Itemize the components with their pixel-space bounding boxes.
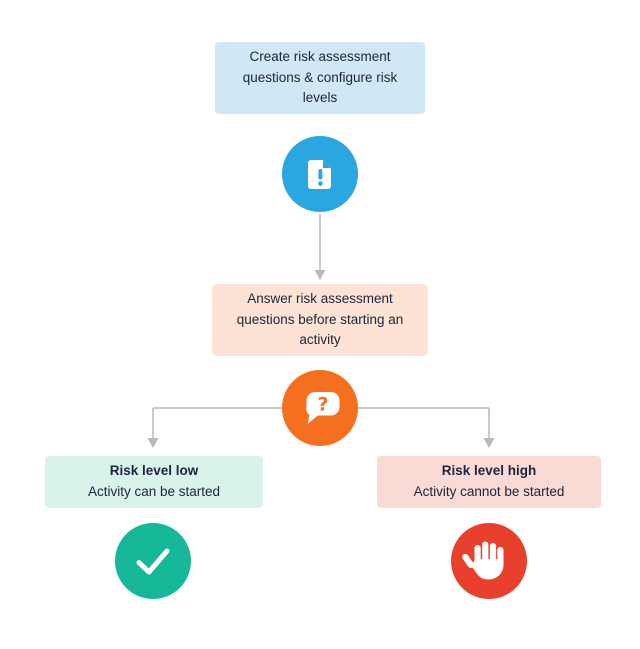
risk-low-title: Risk level low bbox=[109, 463, 199, 479]
risk-high-subtitle: Activity cannot be started bbox=[413, 484, 565, 499]
stop-hand-icon bbox=[451, 523, 527, 599]
question-chat-badge: ? bbox=[282, 370, 358, 446]
checkmark-badge bbox=[115, 523, 191, 599]
risk-high-title: Risk level high bbox=[441, 463, 537, 479]
node-risk-high: Risk level high Activity cannot be start… bbox=[377, 456, 601, 508]
question-chat-icon: ? bbox=[282, 370, 358, 446]
node-answer-questions-label: Answer risk assessment questions before … bbox=[236, 290, 404, 348]
arrow-down-icon bbox=[314, 270, 326, 280]
stop-hand-badge bbox=[451, 523, 527, 599]
node-create-questions-label: Create risk assessment questions & confi… bbox=[242, 48, 398, 106]
node-answer-questions: Answer risk assessment questions before … bbox=[212, 284, 428, 356]
arrow-down-icon bbox=[147, 438, 159, 448]
risk-low-subtitle: Activity can be started bbox=[87, 484, 221, 499]
node-create-questions: Create risk assessment questions & confi… bbox=[215, 42, 425, 114]
checkmark-icon bbox=[115, 523, 191, 599]
document-alert-badge bbox=[282, 136, 358, 212]
document-alert-icon bbox=[282, 136, 358, 212]
arrow-down-icon bbox=[483, 438, 495, 448]
node-risk-low: Risk level low Activity can be started bbox=[45, 456, 263, 508]
question-glyph: ? bbox=[317, 394, 328, 416]
